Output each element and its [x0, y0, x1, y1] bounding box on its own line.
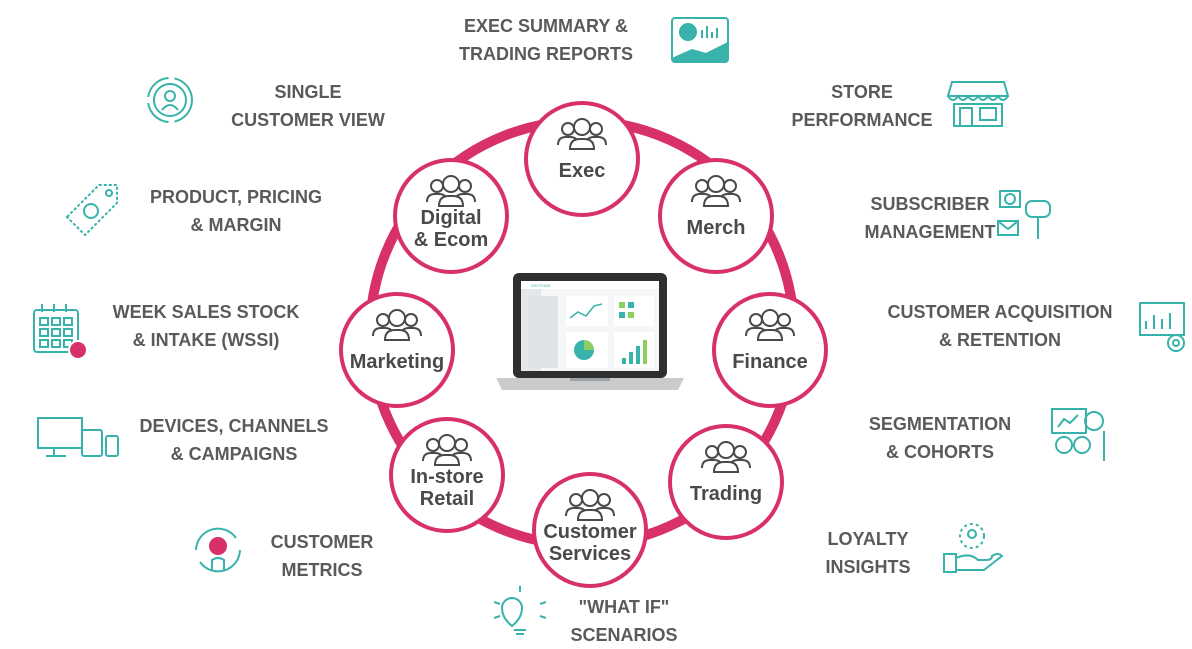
node-circle [658, 158, 774, 274]
node-circle [393, 158, 509, 274]
feature-label: SUBSCRIBER MANAGEMENT [865, 190, 996, 246]
feature-label-line: CUSTOMER ACQUISITION [887, 302, 1113, 322]
presentation-gear-icon [1139, 302, 1185, 352]
feature-label-line: PERFORMANCE [791, 110, 933, 130]
feature-label-line: LOYALTY [827, 529, 909, 549]
feature-label-line: CUSTOMER [270, 532, 374, 552]
laptop-brand-text: DATITUDE [531, 283, 551, 288]
feature-label-line: & COHORTS [886, 442, 994, 462]
cohort-people-icon [1051, 408, 1105, 461]
node-label: Trading [690, 483, 762, 505]
pound-cycle-head-icon [195, 527, 241, 573]
feature-label: "WHAT IF" SCENARIOS [570, 593, 677, 649]
node-circle [532, 472, 648, 588]
feature-label: CUSTOMER ACQUISITION & RETENTION [887, 298, 1112, 354]
node-label: & Ecom [414, 229, 488, 251]
node-exec: Exec [524, 101, 640, 217]
feature-label-line: METRICS [281, 560, 363, 580]
people-group-icon [565, 489, 615, 521]
node-finance: Finance [712, 292, 828, 408]
node-circle [339, 292, 455, 408]
feature-label-line: CUSTOMER VIEW [231, 110, 385, 130]
feature-label-line: & INTAKE (WSSI) [132, 330, 280, 350]
node-marketing: Marketing [339, 292, 455, 408]
node-label: Customer [543, 521, 637, 543]
node-circle [712, 292, 828, 408]
laptop-dashboard-image: DATITUDE [496, 273, 684, 390]
feature-label-line: "WHAT IF" [578, 597, 670, 617]
feature-label: CUSTOMER METRICS [271, 528, 374, 584]
report-dashboard-icon [671, 17, 729, 63]
node-label: Retail [420, 488, 474, 510]
feature-label-line: PRODUCT, PRICING [149, 187, 323, 207]
feature-label: PRODUCT, PRICING & MARGIN [150, 183, 322, 239]
people-group-icon [426, 175, 476, 207]
people-group-icon [372, 309, 422, 341]
feature-label-line: & RETENTION [938, 330, 1062, 350]
lightbulb-icon [493, 586, 547, 635]
feature-label: SINGLE CUSTOMER VIEW [231, 78, 385, 134]
node-label: Digital [420, 207, 481, 229]
feature-label-line: & CAMPAIGNS [170, 444, 298, 464]
feature-label-line: MANAGEMENT [864, 222, 996, 242]
hand-user-icon [943, 523, 1004, 573]
feature-label: DEVICES, CHANNELS & CAMPAIGNS [139, 412, 328, 468]
node-label: Exec [559, 160, 606, 182]
node-circle [524, 101, 640, 217]
feature-label-line: INSIGHTS [825, 557, 911, 577]
feature-label-line: WEEK SALES STOCK [112, 302, 300, 322]
feature-label: WEEK SALES STOCK & INTAKE (WSSI) [113, 298, 300, 354]
feature-label-line: STORE [831, 82, 893, 102]
node-label: Merch [687, 217, 746, 239]
node-digital-ecom: Digital& Ecom [393, 158, 509, 274]
feature-label-line: EXEC SUMMARY & [463, 16, 629, 36]
feature-label: STORE PERFORMANCE [791, 78, 932, 134]
node-circle [668, 424, 784, 540]
people-group-icon [557, 118, 607, 150]
node-label: Marketing [350, 351, 444, 373]
feature-label: EXEC SUMMARY & TRADING REPORTS [459, 12, 633, 68]
feature-label: LOYALTY INSIGHTS [825, 525, 910, 581]
feature-label-line: SCENARIOS [570, 625, 678, 645]
people-group-icon [745, 309, 795, 341]
devices-icon [37, 417, 119, 457]
single-customer-cycle-icon [147, 77, 193, 123]
node-circle [389, 417, 505, 533]
people-group-icon [422, 434, 472, 466]
calendar-pound-icon [33, 304, 88, 360]
feature-label-line: TRADING REPORTS [458, 44, 634, 64]
price-tag-icon [65, 184, 118, 237]
feature-label-line: SINGLE [274, 82, 342, 102]
feature-label-line: DEVICES, CHANNELS [139, 416, 329, 436]
subscriber-mail-icon [997, 190, 1051, 239]
node-label: Finance [732, 351, 808, 373]
store-icon [946, 81, 1010, 127]
people-group-icon [691, 175, 741, 207]
node-merch: Merch [658, 158, 774, 274]
feature-label: SEGMENTATION & COHORTS [869, 410, 1011, 466]
feature-label-line: SUBSCRIBER [870, 194, 990, 214]
feature-label-line: SEGMENTATION [868, 414, 1012, 434]
node-trading: Trading [668, 424, 784, 540]
people-group-icon [701, 441, 751, 473]
node-label: In-store [410, 466, 483, 488]
feature-label-line: & MARGIN [190, 215, 282, 235]
node-label: Services [549, 543, 631, 565]
